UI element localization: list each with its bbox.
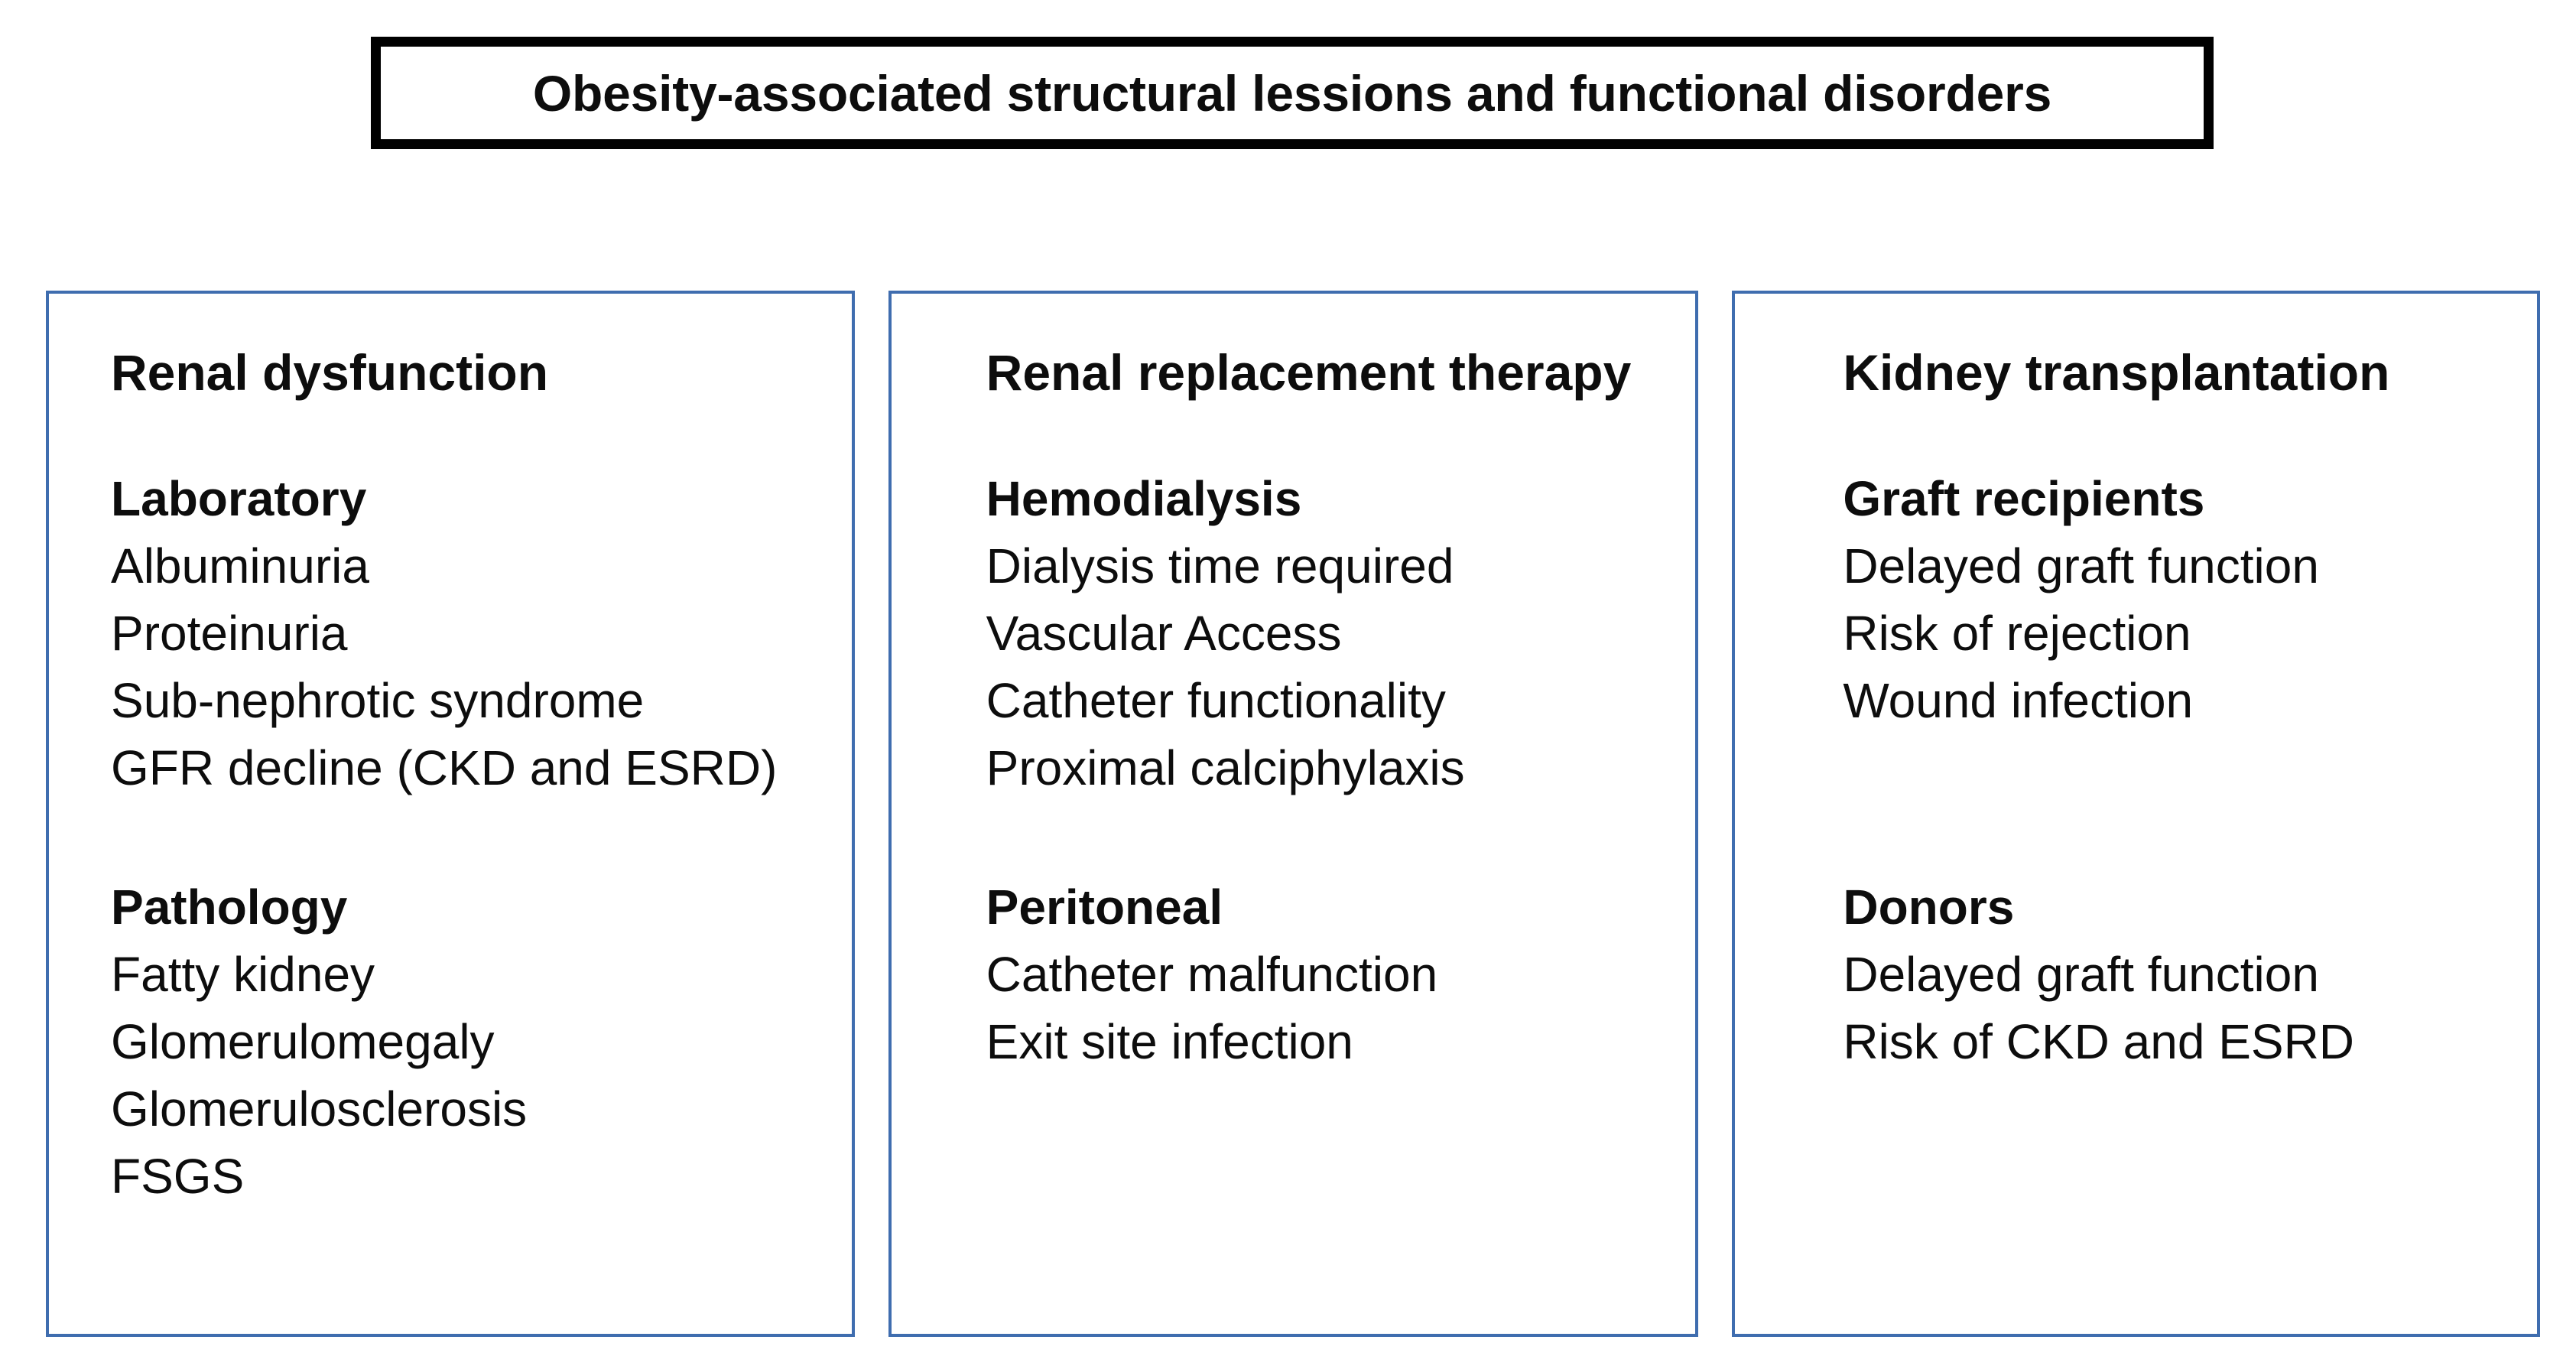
section-heading: Graft recipients <box>1843 471 2205 526</box>
list-item: Risk of CKD and ESRD <box>1843 1014 2354 1069</box>
section-heading: Hemodialysis <box>986 471 1302 526</box>
panel-heading: Kidney transplantation <box>1843 344 2390 401</box>
list-item: Delayed graft function <box>1843 538 2319 593</box>
diagram-title-box: Obesity-associated structural lessions a… <box>371 37 2214 149</box>
list-item: Catheter functionality <box>986 673 1446 728</box>
list-item: Catheter malfunction <box>986 947 1438 1002</box>
panel-renal-replacement-therapy: Renal replacement therapy Hemodialysis D… <box>888 291 1699 1337</box>
section-heading: Donors <box>1843 880 2015 935</box>
list-item: GFR decline (CKD and ESRD) <box>111 740 778 795</box>
panel-kidney-transplantation: Kidney transplantation Graft recipients … <box>1732 291 2541 1337</box>
section-heading: Laboratory <box>111 471 367 526</box>
list-item: Wound infection <box>1843 673 2194 728</box>
section-laboratory: Laboratory Albuminuria Proteinuria Sub-n… <box>111 465 852 802</box>
panel-heading: Renal replacement therapy <box>986 344 1632 401</box>
list-item: Delayed graft function <box>1843 947 2319 1002</box>
list-item: Proximal calciphylaxis <box>986 740 1465 795</box>
panel-heading: Renal dysfunction <box>111 344 549 401</box>
section-graft-recipients: Graft recipients Delayed graft function … <box>1843 465 2537 734</box>
panel-renal-dysfunction: Renal dysfunction Laboratory Albuminuria… <box>46 291 855 1337</box>
list-item: Risk of rejection <box>1843 606 2191 661</box>
list-item: Glomerulomegaly <box>111 1014 495 1069</box>
section-heading: Pathology <box>111 880 348 935</box>
list-item: Glomerulosclerosis <box>111 1081 528 1136</box>
section-donors: Donors Delayed graft function Risk of CK… <box>1843 873 2537 1075</box>
section-heading: Peritoneal <box>986 880 1223 935</box>
list-item: Dialysis time required <box>986 538 1454 593</box>
list-item: Albuminuria <box>111 538 369 593</box>
panel-content: Kidney transplantation Graft recipients … <box>1735 294 2537 1075</box>
section-pathology: Pathology Fatty kidney Glomerulomegaly G… <box>111 873 852 1210</box>
panel-content: Renal dysfunction Laboratory Albuminuria… <box>49 294 852 1210</box>
diagram-title: Obesity-associated structural lessions a… <box>532 64 2052 122</box>
list-item: FSGS <box>111 1149 245 1204</box>
panel-row: Renal dysfunction Laboratory Albuminuria… <box>46 291 2541 1337</box>
panel-content: Renal replacement therapy Hemodialysis D… <box>892 294 1696 1075</box>
section-peritoneal: Peritoneal Catheter malfunction Exit sit… <box>986 873 1696 1075</box>
list-item: Fatty kidney <box>111 947 375 1002</box>
list-item: Sub-nephrotic syndrome <box>111 673 645 728</box>
section-hemodialysis: Hemodialysis Dialysis time required Vasc… <box>986 465 1696 802</box>
list-item: Exit site infection <box>986 1014 1353 1069</box>
list-item: Vascular Access <box>986 606 1342 661</box>
list-item: Proteinuria <box>111 606 348 661</box>
